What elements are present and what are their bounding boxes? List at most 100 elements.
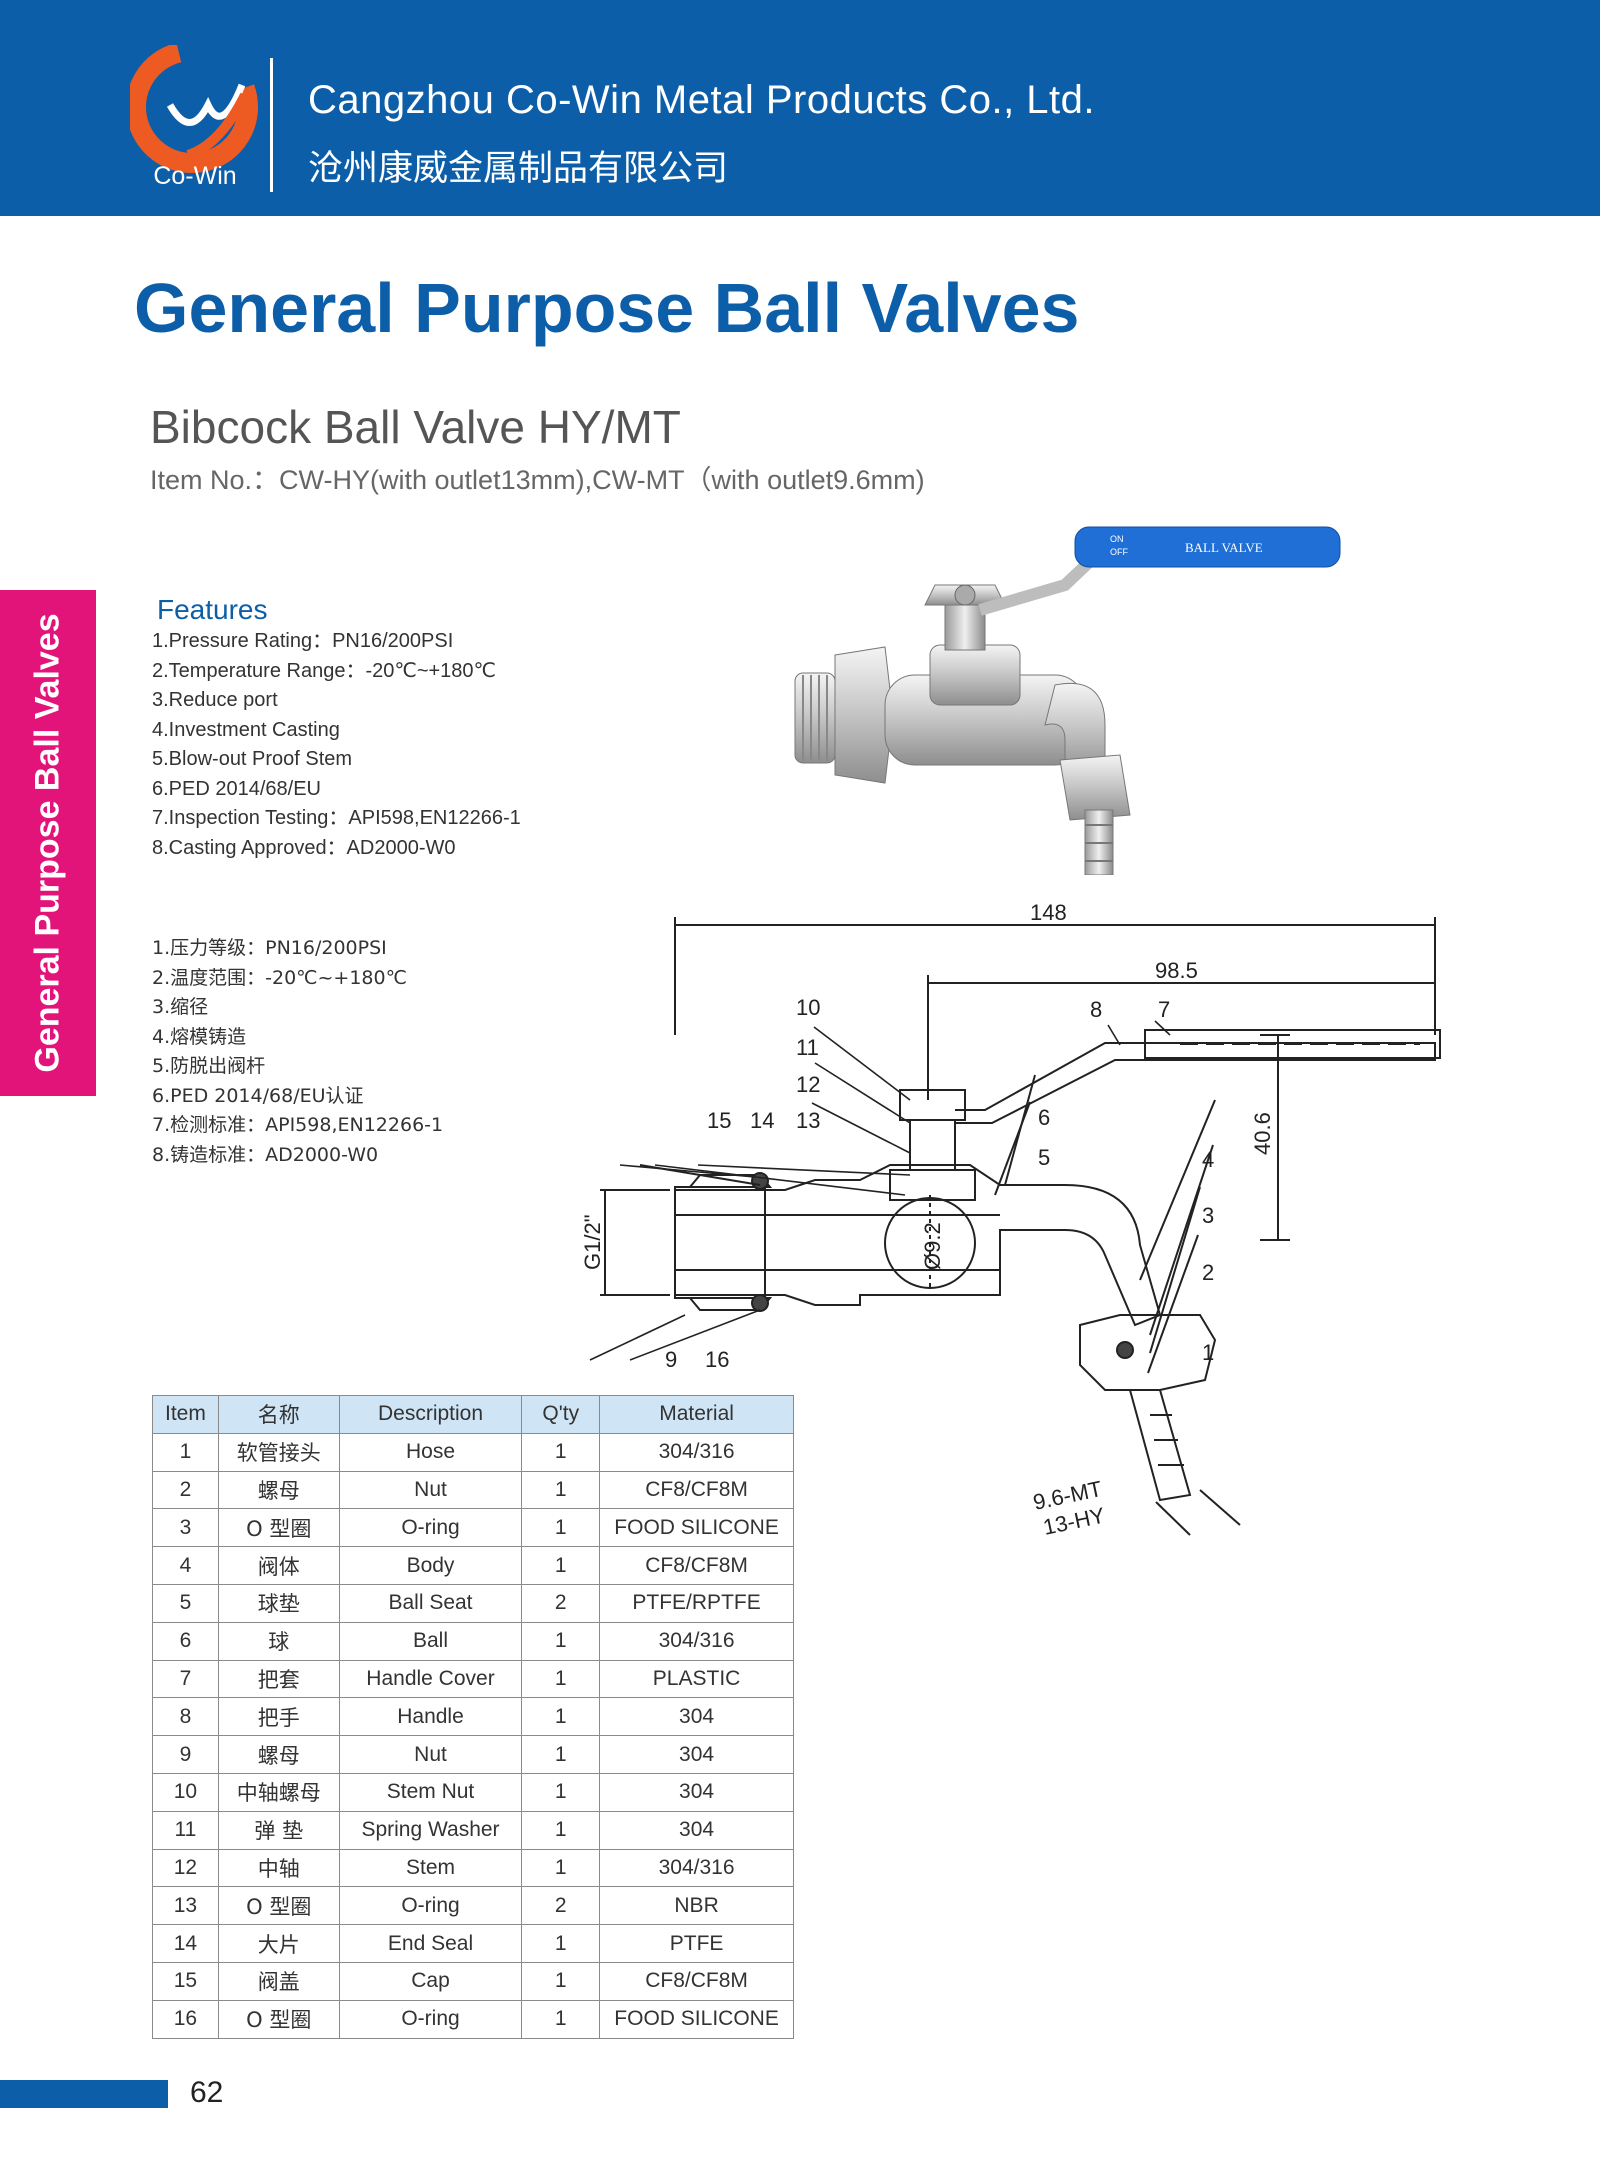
cell-qty: 1 xyxy=(521,1999,601,2039)
cell-name-cn: 大片 xyxy=(217,1924,340,1963)
cell-material: FOOD SILICONE xyxy=(599,1999,794,2039)
cell-material: CF8/CF8M xyxy=(599,1470,794,1510)
cell-qty: 1 xyxy=(521,1621,601,1661)
cell-name-cn: O 型圈 xyxy=(217,1999,340,2039)
cell-description: End Seal xyxy=(338,1924,523,1963)
cell-name-cn: 中轴 xyxy=(217,1848,340,1888)
part-label-4: 4 xyxy=(1202,1147,1214,1172)
cell-qty: 1 xyxy=(521,1772,601,1812)
features-heading: Features xyxy=(157,594,268,625)
cell-material: 304 xyxy=(599,1772,794,1812)
cell-description: Stem xyxy=(338,1848,523,1888)
part-label-7: 7 xyxy=(1158,997,1170,1022)
cell-description: O-ring xyxy=(338,1508,523,1548)
co-win-logo xyxy=(130,45,258,173)
feature-item-cn: 3.缩径 xyxy=(152,996,209,1018)
cell-name-cn: O 型圈 xyxy=(217,1508,340,1548)
feature-item: 8.Casting Approved：AD2000-W0 xyxy=(152,836,456,859)
col-header-material: Material xyxy=(599,1395,794,1434)
cell-name-cn: 球 xyxy=(217,1621,340,1661)
dim-bore: Ø9.2 xyxy=(920,1222,945,1270)
side-category-label: General Purpose Ball Valves xyxy=(28,613,67,1073)
cell-qty: 1 xyxy=(521,1659,601,1699)
cell-description: Stem Nut xyxy=(338,1772,523,1812)
company-name-cn: 沧州康威金属制品有限公司 xyxy=(308,149,729,189)
cell-material: 304 xyxy=(599,1697,794,1737)
cell-item: 9 xyxy=(152,1735,219,1774)
feature-item-cn: 4.熔模铸造 xyxy=(152,1025,247,1048)
cell-name-cn: 螺母 xyxy=(217,1470,340,1510)
cell-description: Handle Cover xyxy=(338,1659,523,1699)
cell-material: FOOD SILICONE xyxy=(599,1508,794,1548)
cell-description: Nut xyxy=(338,1735,523,1774)
header-banner: Co-Win Cangzhou Co-Win Metal Products Co… xyxy=(0,0,1600,216)
cell-description: Ball Seat xyxy=(338,1583,523,1623)
handle-on-label: ON xyxy=(1110,534,1124,544)
cell-item: 10 xyxy=(152,1772,219,1812)
cell-material: PTFE xyxy=(599,1924,794,1963)
part-label-8: 8 xyxy=(1090,997,1102,1022)
header-divider xyxy=(270,58,273,192)
company-name-en: Cangzhou Co-Win Metal Products Co., Ltd. xyxy=(308,78,1096,122)
part-label-14: 14 xyxy=(750,1108,774,1133)
side-category-tab xyxy=(0,590,96,1096)
handle-brand-label: BALL VALVE xyxy=(1185,540,1263,555)
feature-item-cn: 5.防脱出阀杆 xyxy=(152,1055,266,1077)
cell-description: Spring Washer xyxy=(338,1810,523,1850)
feature-item: 3.Reduce port xyxy=(152,689,278,711)
page-title: General Purpose Ball Valves xyxy=(134,269,1080,347)
product-title: Bibcock Ball Valve HY/MT xyxy=(150,401,681,453)
cell-name-cn: 螺母 xyxy=(217,1735,340,1774)
cell-description: Body xyxy=(338,1546,523,1585)
part-label-6: 6 xyxy=(1038,1105,1050,1130)
part-label-5: 5 xyxy=(1038,1145,1050,1170)
feature-item: 6.PED 2014/68/EU xyxy=(152,777,321,800)
cell-item: 11 xyxy=(152,1810,219,1850)
cell-item: 8 xyxy=(152,1697,219,1737)
cell-name-cn: 球垫 xyxy=(217,1583,340,1623)
cell-material: PLASTIC xyxy=(599,1659,794,1699)
col-header-name-cn: 名称 xyxy=(217,1395,340,1434)
col-header-description: Description xyxy=(338,1395,523,1434)
cell-qty: 1 xyxy=(521,1848,601,1888)
handle-off-label: OFF xyxy=(1110,547,1128,557)
feature-item: 7.Inspection Testing：API598,EN12266-1 xyxy=(152,807,521,829)
cell-description: Handle xyxy=(338,1697,523,1737)
product-photo: ON OFF BALL VALVE xyxy=(794,526,1341,875)
part-label-9: 9 xyxy=(665,1347,677,1372)
dim-thread: G1/2" xyxy=(580,1214,605,1270)
cell-description: Ball xyxy=(338,1621,523,1661)
logo-text: Co-Win xyxy=(153,162,237,190)
cell-qty: 1 xyxy=(521,1508,601,1548)
cell-description: Hose xyxy=(338,1432,523,1472)
cell-material: 304 xyxy=(599,1810,794,1850)
cell-qty: 1 xyxy=(521,1697,601,1737)
cell-qty: 1 xyxy=(521,1810,601,1850)
cell-qty: 1 xyxy=(521,1470,601,1510)
cell-qty: 1 xyxy=(521,1546,601,1585)
cell-material: 304 xyxy=(599,1735,794,1774)
cell-item: 14 xyxy=(152,1924,219,1963)
part-label-11: 11 xyxy=(796,1035,819,1060)
cell-item: 1 xyxy=(152,1432,219,1472)
cell-item: 7 xyxy=(152,1659,219,1699)
cell-qty: 1 xyxy=(521,1432,601,1472)
features-list-cn: 1.压力等级：PN16/200PSI 2.温度范围：-20℃~+180℃ 3.缩… xyxy=(152,934,443,1170)
item-number: Item No.：CW-HY(with outlet13mm),CW-MT（wi… xyxy=(150,465,925,495)
feature-item-cn: 8.铸造标准：AD2000-W0 xyxy=(152,1143,379,1166)
part-label-2: 2 xyxy=(1202,1260,1214,1285)
table-header-row: Item 名称 Description Q'ty Material xyxy=(152,1395,794,1434)
part-label-15: 15 xyxy=(707,1108,731,1133)
cell-description: Cap xyxy=(338,1961,523,2001)
cell-item: 4 xyxy=(152,1546,219,1585)
cell-name-cn: 把手 xyxy=(217,1697,340,1737)
